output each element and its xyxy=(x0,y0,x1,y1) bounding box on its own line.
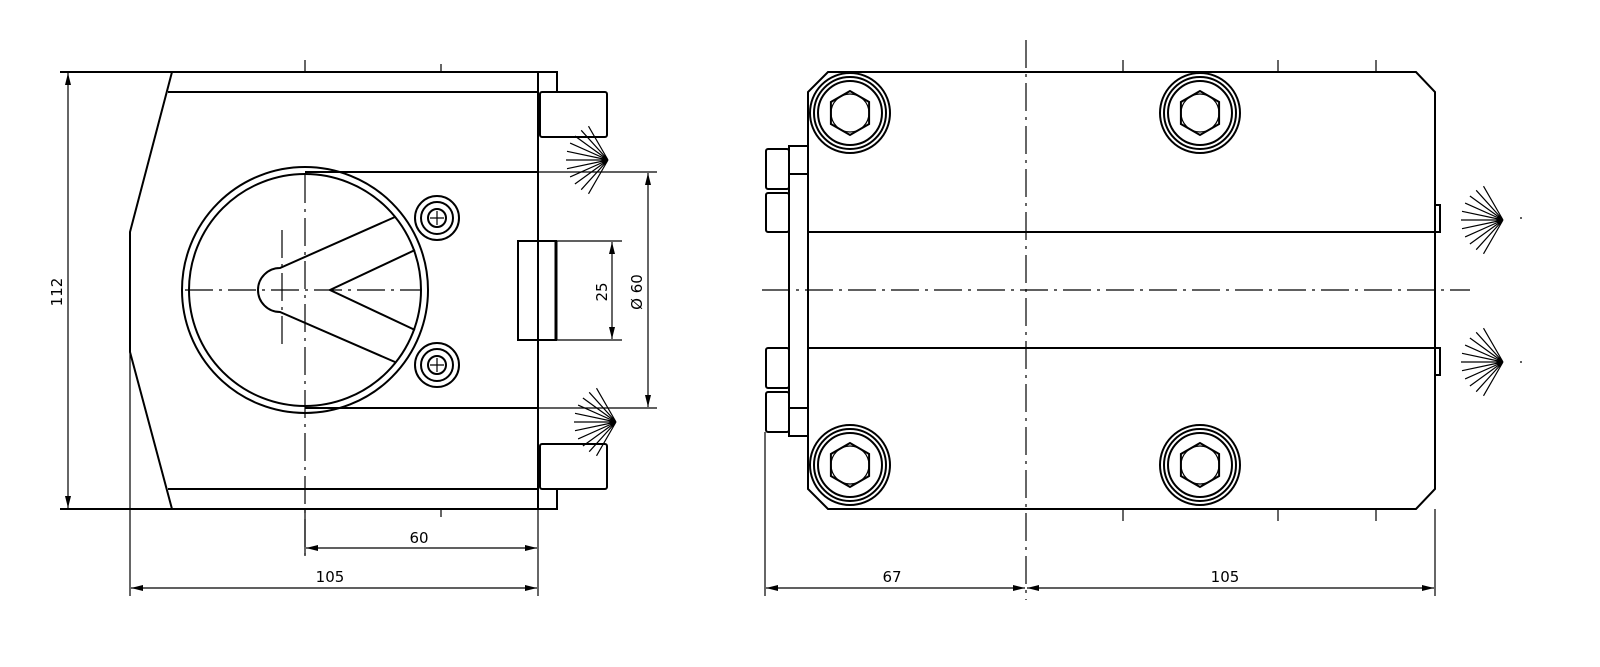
slot-lines xyxy=(808,231,1435,349)
coolant-spray-icon xyxy=(574,387,617,457)
flange-steps xyxy=(789,173,808,409)
side-port xyxy=(1434,204,1441,233)
screw-icon xyxy=(414,342,460,388)
coolant-spray-icon xyxy=(1461,185,1504,255)
flange-block xyxy=(765,347,790,389)
bore-body-lines xyxy=(305,171,538,409)
screw-icon xyxy=(414,195,460,241)
hex-bolt-icon xyxy=(809,424,891,506)
left-centerlines xyxy=(185,175,420,555)
left-view: 25 Ø 60 112 60 105 xyxy=(48,60,657,596)
flange-block xyxy=(765,391,790,433)
offset-dim-text: 60 xyxy=(409,529,428,547)
hex-bolt-icon xyxy=(1159,72,1241,154)
slot-dim-text: 25 xyxy=(593,282,611,301)
depth-dim-text: 105 xyxy=(316,568,345,586)
flange-plate xyxy=(788,145,809,437)
flange-block xyxy=(765,148,790,190)
mounting-bolts xyxy=(809,72,1241,506)
flange-dim-text: 67 xyxy=(882,568,901,586)
coolant-spray-icon xyxy=(566,125,609,195)
height-dim-text: 112 xyxy=(48,278,66,307)
length-dim-text: 105 xyxy=(1211,568,1240,586)
side-port xyxy=(1434,347,1441,376)
flange-block xyxy=(765,192,790,233)
right-ticks-extensions xyxy=(764,60,1436,596)
port-marks xyxy=(1520,217,1522,363)
right-view: 67 105 xyxy=(762,40,1522,600)
coolant-spray-icon xyxy=(1461,327,1504,397)
left-ticks xyxy=(304,60,442,517)
clamp-screws xyxy=(414,195,460,388)
coolant-spray-symbols xyxy=(566,125,1504,457)
left-extension-lines xyxy=(129,171,657,596)
hex-bolt-icon xyxy=(809,72,891,154)
hex-bolt-icon xyxy=(1159,424,1241,506)
top-port-stud xyxy=(539,91,608,138)
bore-dim-text: Ø 60 xyxy=(628,274,646,310)
right-centerlines xyxy=(762,40,1470,600)
bottom-port-stud xyxy=(539,443,608,490)
left-body-outline xyxy=(60,71,558,510)
